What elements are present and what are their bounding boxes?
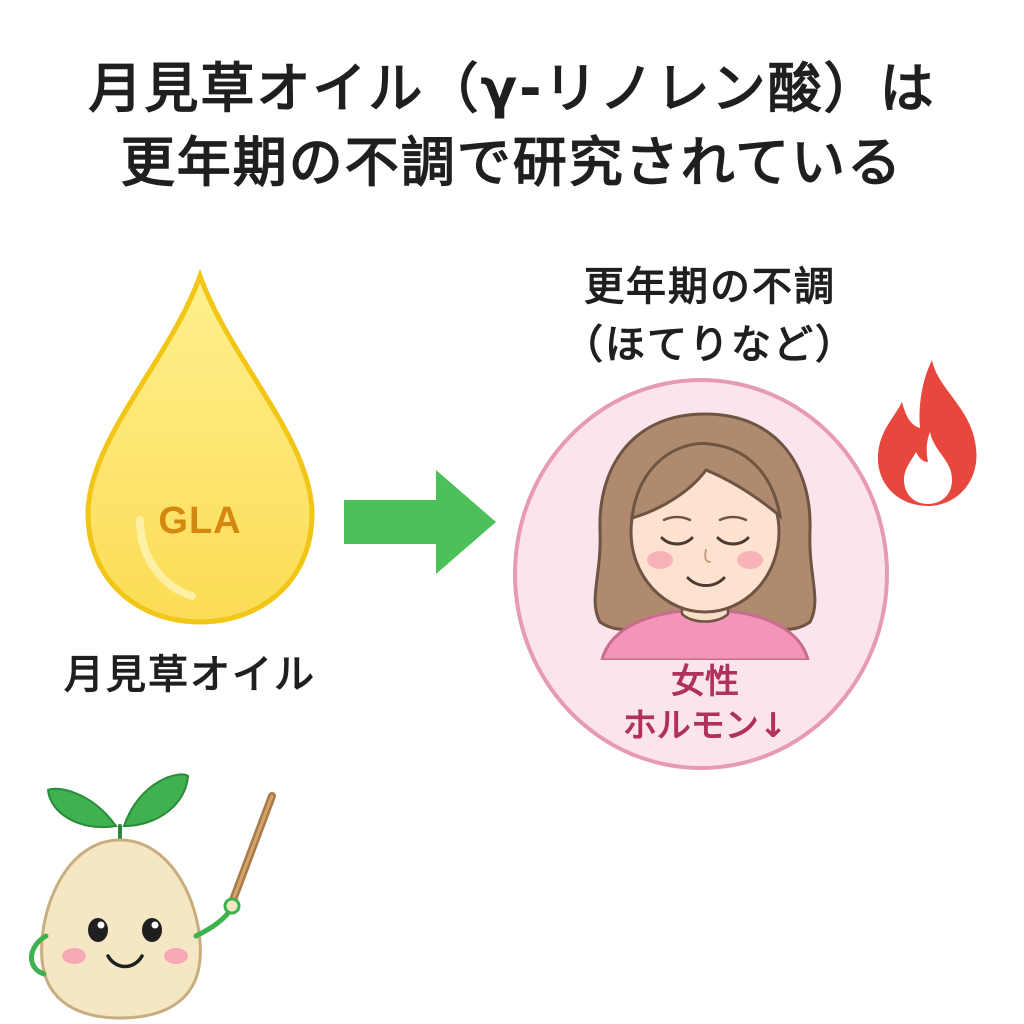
oil-caption: 月見草オイル [64,652,316,698]
woman-illustration [593,412,817,660]
hormone-label: 女性 ホルモン↓ [560,660,850,748]
symptom-title-line-1: 更年期の不調 [584,264,836,310]
title-line-1: 月見草オイル（γ-リノレン酸）は [88,57,936,120]
hormone-line-2: ホルモン↓ [622,706,788,746]
flame-icon [877,360,977,506]
symptom-title: 更年期の不調 （ほてりなど） [500,258,920,374]
symptom-title-line-2: （ほてりなど） [563,322,857,368]
title-line-2: 更年期の不調で研究されている [120,131,904,194]
page-title: 月見草オイル（γ-リノレン酸）は 更年期の不調で研究されている [0,52,1024,200]
hormone-line-1: 女性 [671,662,739,702]
gla-label: GLA [158,500,242,542]
right-arrow-icon [344,470,496,574]
oil-drop-icon [85,270,315,625]
sprout-mascot [29,773,276,1020]
